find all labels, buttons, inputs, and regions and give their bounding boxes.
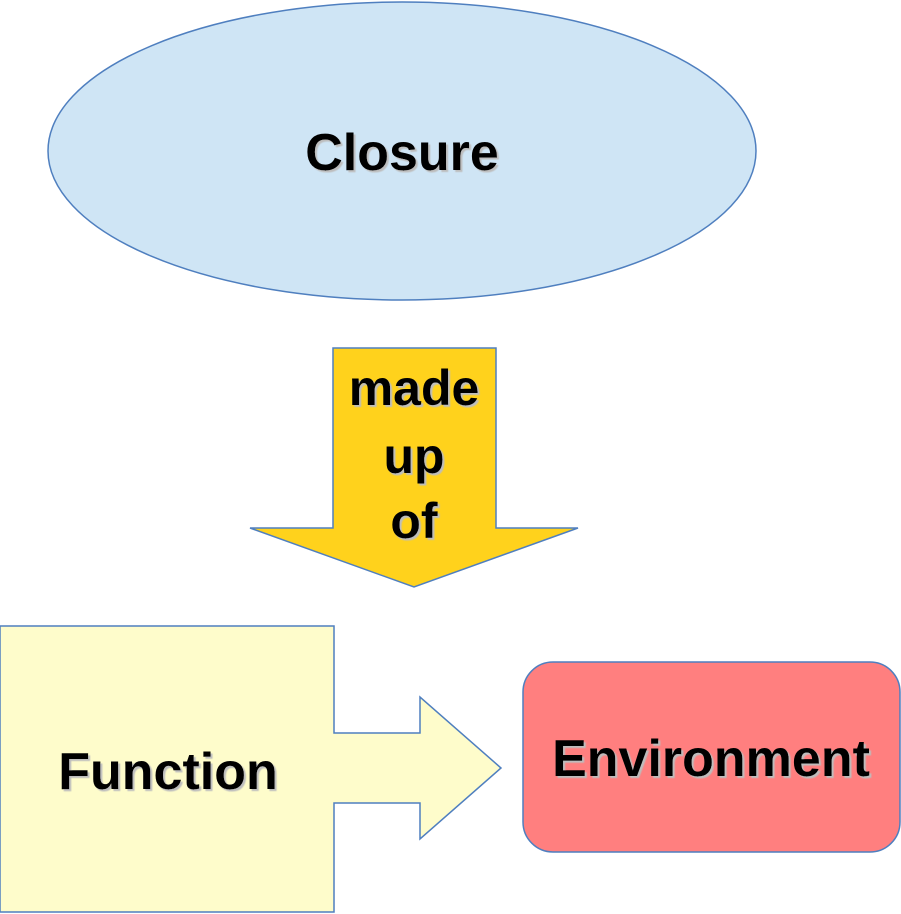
environment-node: Environment	[522, 661, 901, 853]
environment-box	[522, 661, 901, 853]
environment-label: Environment	[552, 730, 870, 788]
down-arrow-shape	[249, 347, 579, 588]
arrow-label-line2: up	[383, 428, 444, 484]
closure-label: Closure	[305, 124, 499, 182]
function-arrow-shape	[0, 625, 503, 913]
arrow-label-line1: made	[349, 360, 480, 416]
arrow-label-line3: of	[390, 493, 438, 549]
function-node: Function	[0, 625, 503, 913]
made-up-of-arrow: made up of	[249, 347, 579, 588]
function-label: Function	[58, 743, 278, 801]
closure-node: Closure	[47, 1, 757, 301]
closure-ellipse	[47, 1, 757, 301]
